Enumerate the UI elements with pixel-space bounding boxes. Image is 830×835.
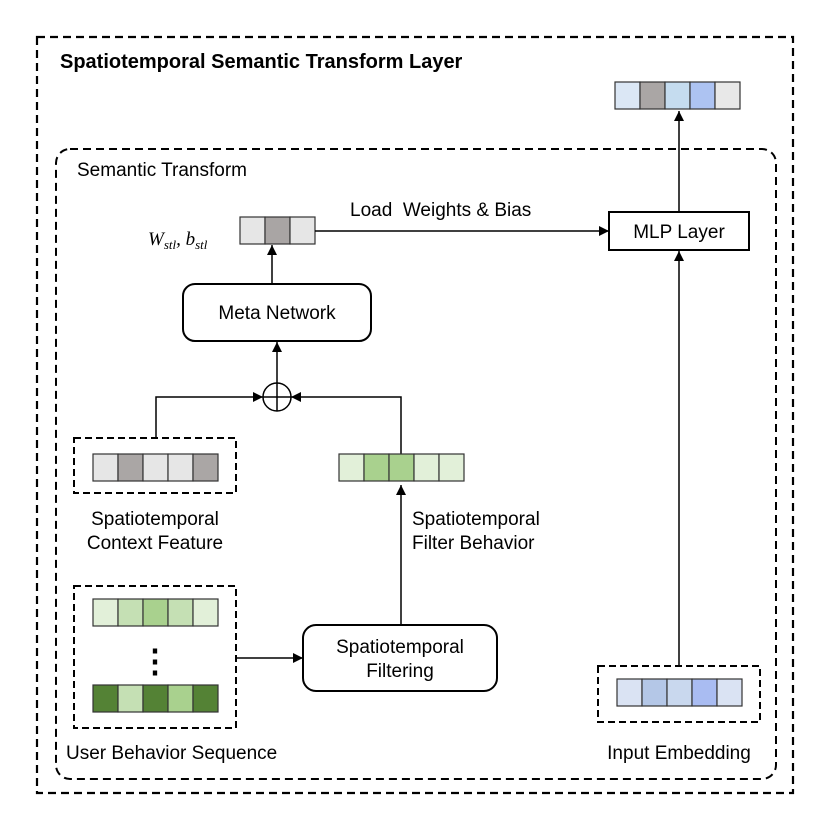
filtering-box (302, 624, 498, 692)
output-embedding-cell (614, 81, 641, 110)
context-feature-cell (192, 453, 219, 482)
output-embedding-cell (689, 81, 716, 110)
weights-vector (239, 216, 316, 245)
ellipsis-icon: ⋮ (139, 643, 171, 679)
filter-behavior-vector (338, 453, 465, 482)
input-embedding-vector (616, 678, 743, 707)
user-sequence-top-cell (92, 598, 119, 627)
output-embedding-cell (639, 81, 666, 110)
input-embedding-cell (641, 678, 668, 707)
diagram-title: Spatiotemporal Semantic Transform Layer (60, 51, 463, 73)
output-embedding-cell (664, 81, 691, 110)
context-feature-cell (167, 453, 194, 482)
filter-behavior-cell (388, 453, 415, 482)
semantic-transform-frame (55, 148, 777, 780)
user-sequence-box (73, 585, 237, 729)
output-embedding-cell (714, 81, 741, 110)
context-feature-vector (92, 453, 219, 482)
user-sequence-bottom-cell (142, 684, 169, 713)
user-sequence-bottom-cell (117, 684, 144, 713)
input-embedding-label: Input Embedding (607, 743, 751, 764)
mlp-layer-box (608, 211, 750, 251)
user-sequence-bottom-cell (167, 684, 194, 713)
user-sequence-top-cell (167, 598, 194, 627)
outer-frame (35, 35, 795, 795)
user-sequence-top-cell (117, 598, 144, 627)
context-feature-box (73, 437, 237, 494)
user-sequence-label: User Behavior Sequence (66, 743, 277, 764)
weights-cell (289, 216, 316, 245)
load-weights-label: Load Weights & Bias (350, 200, 531, 221)
filter-behavior-label-line1: Spatiotemporal (412, 509, 540, 530)
input-embedding-cell (616, 678, 643, 707)
weights-label: Wstl, bstl (148, 229, 208, 252)
context-feature-label-line1: Spatiotemporal (91, 509, 219, 530)
context-feature-cell (142, 453, 169, 482)
semantic-transform-label: Semantic Transform (77, 160, 247, 181)
user-sequence-top-vector (92, 598, 219, 627)
filter-behavior-cell (338, 453, 365, 482)
filtering-label-line1: Spatiotemporal (336, 637, 464, 658)
context-feature-cell (117, 453, 144, 482)
input-embedding-cell (716, 678, 743, 707)
input-embedding-box (597, 665, 761, 723)
user-sequence-bottom-cell (192, 684, 219, 713)
meta-network-box (182, 283, 372, 342)
meta-network-label: Meta Network (218, 303, 336, 324)
add-node-icon (262, 382, 292, 412)
filter-to-sum-arrow (291, 392, 402, 454)
user-sequence-top-cell (192, 598, 219, 627)
filter-behavior-cell (363, 453, 390, 482)
context-feature-label-line2: Context Feature (87, 533, 223, 554)
user-sequence-bottom-vector (92, 684, 219, 713)
weights-cell (239, 216, 266, 245)
output-embedding (614, 81, 741, 110)
filter-behavior-cell (438, 453, 465, 482)
input-embedding-cell (691, 678, 718, 707)
weights-cell (264, 216, 291, 245)
filter-behavior-cell (413, 453, 440, 482)
user-sequence-top-cell (142, 598, 169, 627)
filtering-label-line2: Filtering (366, 661, 434, 682)
context-to-sum-arrow (155, 392, 263, 438)
mlp-layer-label: MLP Layer (633, 222, 725, 243)
context-feature-cell (92, 453, 119, 482)
filter-behavior-label-line2: Filter Behavior (412, 533, 535, 554)
user-sequence-bottom-cell (92, 684, 119, 713)
input-embedding-cell (666, 678, 693, 707)
